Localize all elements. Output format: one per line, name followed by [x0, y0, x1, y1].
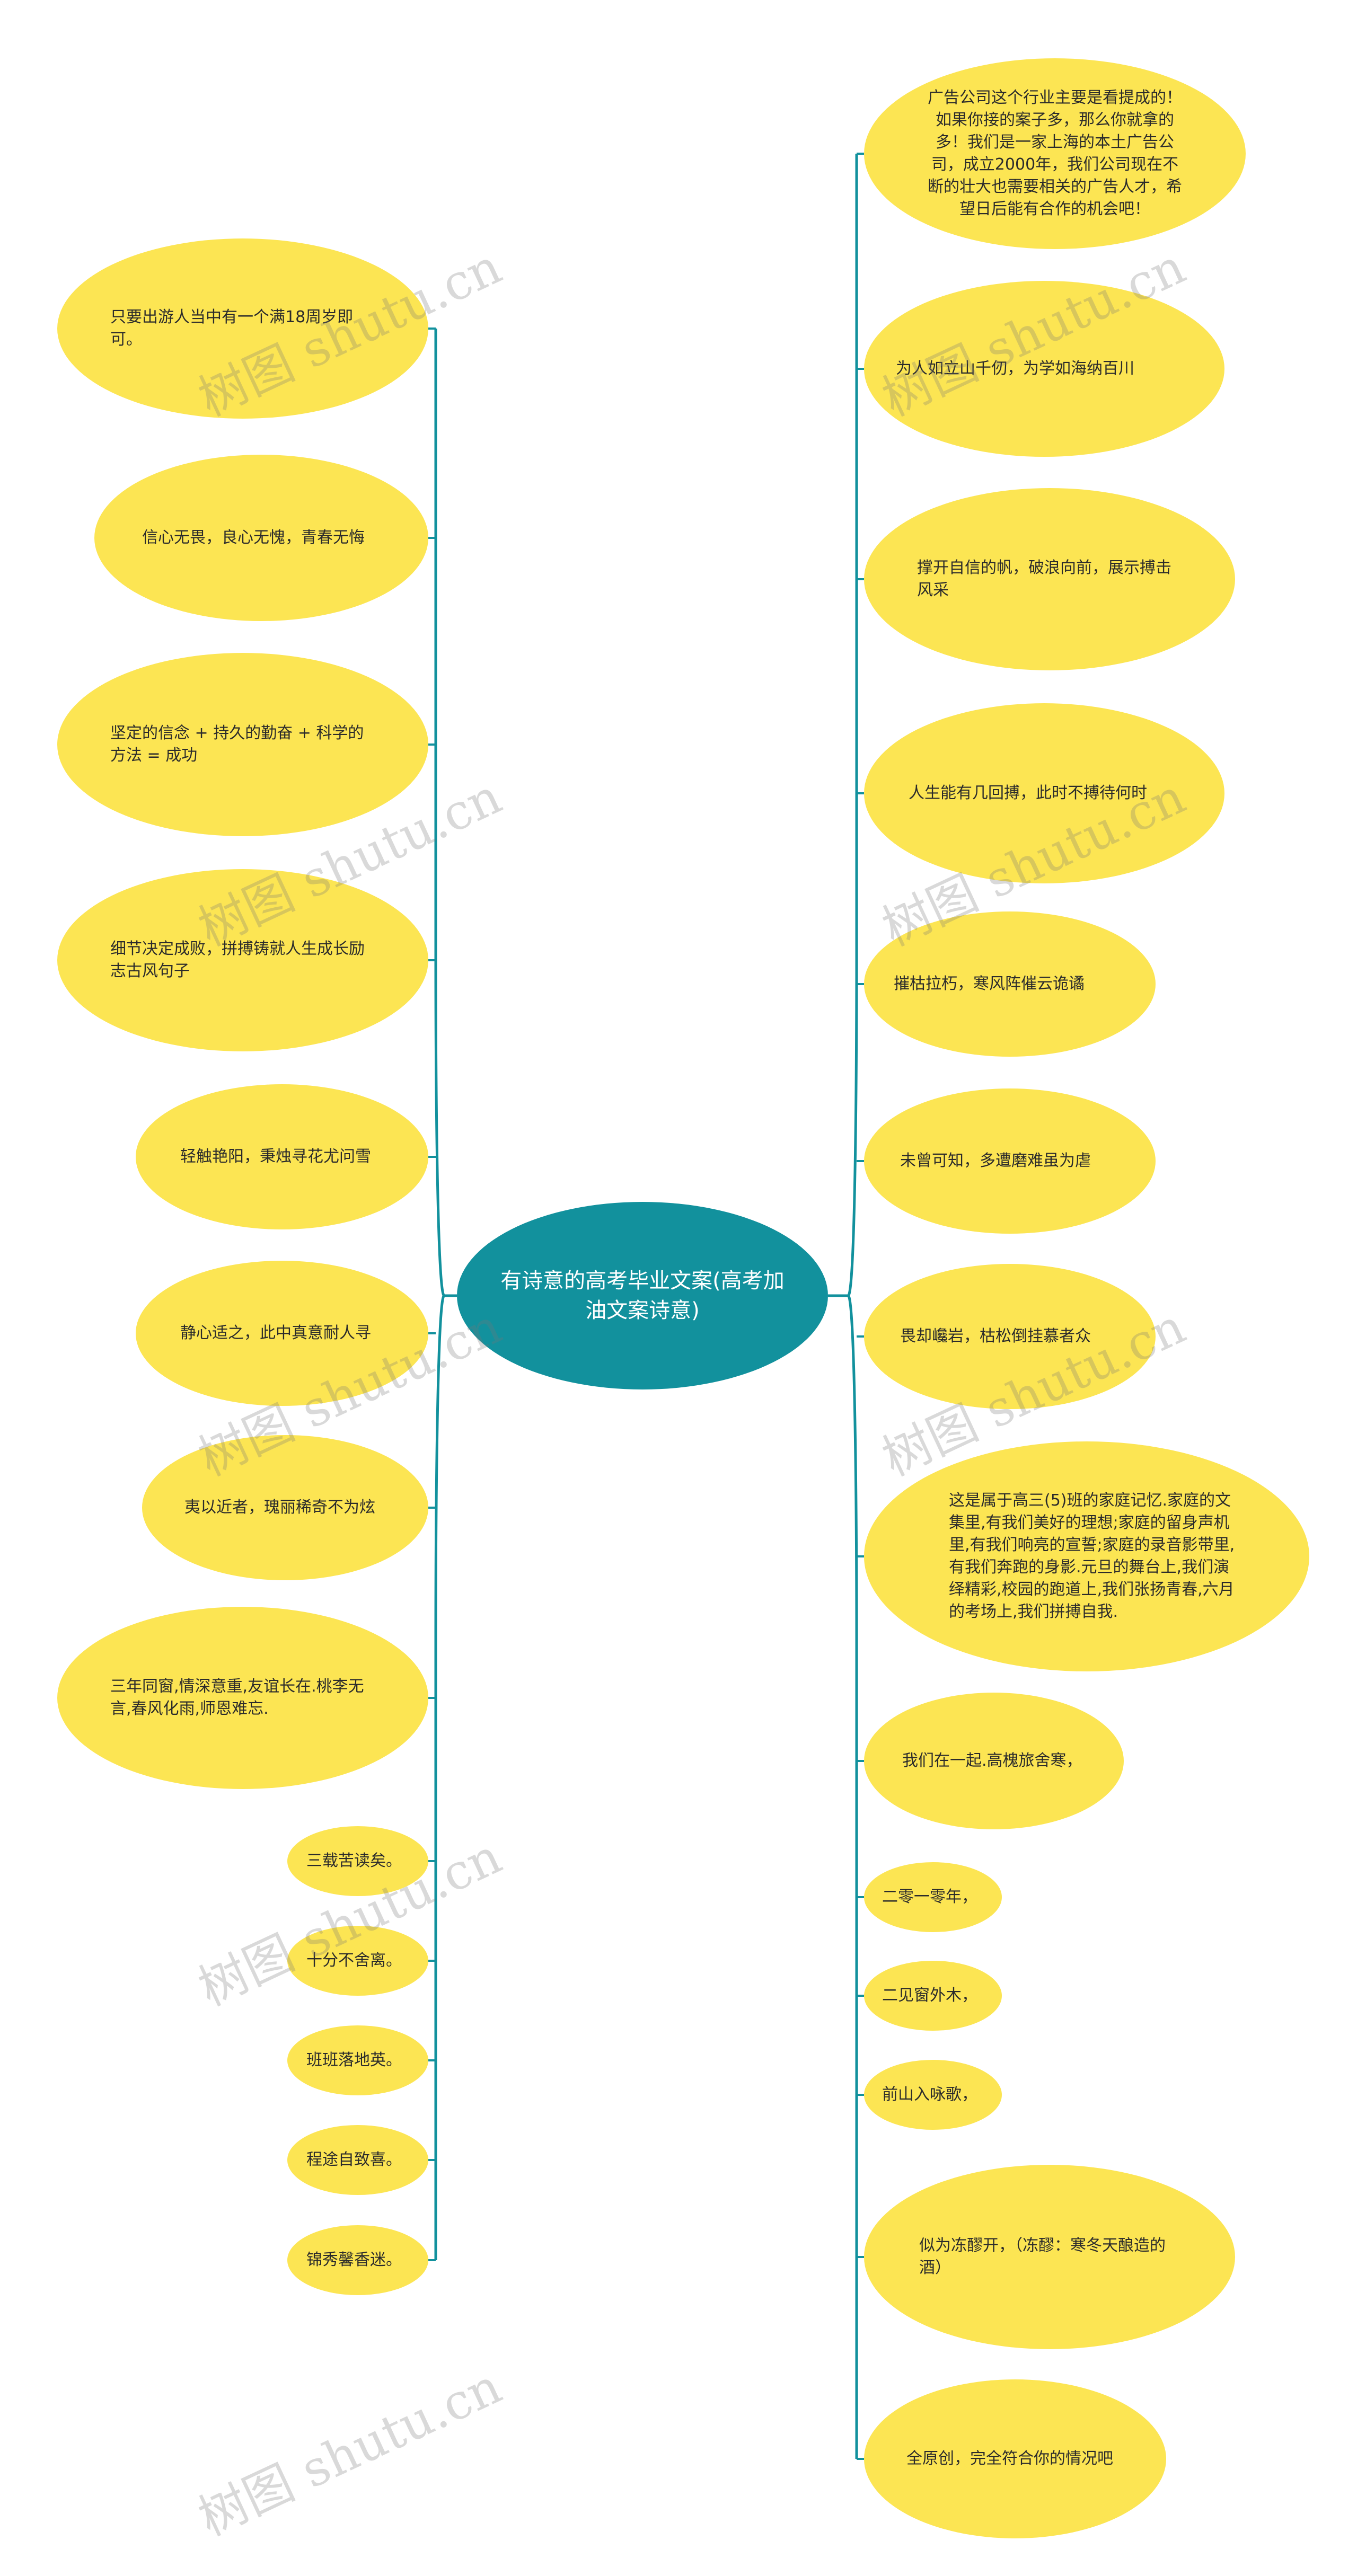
node-label: 人生能有几回搏，此时不搏待何时: [909, 784, 1147, 802]
node-label: 锦秀馨香迷。: [306, 2251, 402, 2269]
right-node-8[interactable]: 这是属于高三(5)班的家庭记忆.家庭的文集里,有我们美好的理想;家庭的留身声机里…: [864, 1441, 1309, 1671]
right-node-5[interactable]: 摧枯拉朽，寒风阵催云诡谲: [864, 911, 1156, 1057]
right-node-4[interactable]: 人生能有几回搏，此时不搏待何时: [864, 703, 1224, 883]
node-label: 未曾可知，多遭磨难虽为虐: [900, 1152, 1091, 1170]
left-node-1[interactable]: 只要出游人当中有一个满18周岁即可。: [57, 238, 428, 419]
left-node-11[interactable]: 班班落地英。: [287, 2025, 428, 2095]
node-label: 信心无畏，良心无愧，青春无悔: [142, 528, 365, 547]
node-label: 全原创，完全符合你的情况吧: [906, 2449, 1113, 2468]
node-label: 只要出游人当中有一个满18周岁即可。: [110, 308, 354, 349]
right-node-13[interactable]: 似为冻醪开，（冻醪：寒冬天酿造的酒）: [864, 2165, 1235, 2349]
right-node-10[interactable]: 二零一零年，: [864, 1862, 1002, 1932]
node-label: 前山入咏歌，: [882, 2085, 977, 2104]
left-node-4[interactable]: 细节决定成败，拼搏铸就人生成长励志古风句子: [57, 869, 428, 1051]
left-node-9[interactable]: 三载苦读矣。: [287, 1826, 428, 1896]
right-node-2[interactable]: 为人如立山千仞，为学如海纳百川: [864, 281, 1224, 457]
node-label: 轻触艳阳，秉烛寻花尤问雪: [180, 1147, 371, 1166]
left-node-2[interactable]: 信心无畏，良心无愧，青春无悔: [94, 455, 428, 621]
node-label: 这是属于高三(5)班的家庭记忆.家庭的文集里,有我们美好的理想;家庭的留身声机里…: [949, 1491, 1235, 1621]
left-node-10[interactable]: 十分不舍离。: [287, 1926, 428, 1996]
node-label: 夷以近者，瑰丽稀奇不为炫: [184, 1498, 375, 1517]
left-node-3[interactable]: 坚定的信念 + 持久的勤奋 + 科学的方法 = 成功: [57, 653, 428, 836]
node-label: 三年同窗,情深意重,友谊长在.桃李无言,春风化雨,师恩难忘.: [110, 1677, 364, 1718]
node-label: 坚定的信念 + 持久的勤奋 + 科学的方法 = 成功: [110, 724, 364, 765]
node-label: 细节决定成败，拼搏铸就人生成长励志古风句子: [110, 940, 365, 980]
node-label: 畏却巉岩，枯松倒挂慕者众: [900, 1327, 1091, 1345]
right-node-1[interactable]: 广告公司这个行业主要是看提成的！如果你接的案子多，那么你就拿的多！我们是一家上海…: [864, 58, 1246, 249]
node-label: 我们在一起.高槐旅舍寒，: [902, 1751, 1082, 1770]
node-label: 二见窗外木，: [882, 1986, 977, 2005]
node-label: 二零一零年，: [882, 1888, 977, 1906]
node-label: 程途自致喜。: [306, 2150, 402, 2169]
left-node-13[interactable]: 锦秀馨香迷。: [287, 2225, 428, 2295]
right-node-9[interactable]: 我们在一起.高槐旅舍寒，: [864, 1693, 1124, 1829]
right-node-3[interactable]: 撑开自信的帆，破浪向前，展示搏击风采: [864, 488, 1235, 670]
node-label: 撑开自信的帆，破浪向前，展示搏击风采: [917, 559, 1171, 599]
right-node-11[interactable]: 二见窗外木，: [864, 1961, 1002, 2031]
root-node[interactable]: 有诗意的高考毕业文案(高考加油文案诗意): [457, 1202, 828, 1389]
left-node-7[interactable]: 夷以近者，瑰丽稀奇不为炫: [142, 1435, 428, 1580]
node-label: 广告公司这个行业主要是看提成的！如果你接的案子多，那么你就拿的多！我们是一家上海…: [928, 88, 1182, 218]
node-label: 班班落地英。: [306, 2051, 402, 2069]
right-node-14[interactable]: 全原创，完全符合你的情况吧: [864, 2379, 1166, 2538]
left-node-12[interactable]: 程途自致喜。: [287, 2125, 428, 2195]
left-node-8[interactable]: 三年同窗,情深意重,友谊长在.桃李无言,春风化雨,师恩难忘.: [57, 1607, 428, 1789]
node-label: 摧枯拉朽，寒风阵催云诡谲: [894, 975, 1085, 993]
node-label: 似为冻醪开，（冻醪：寒冬天酿造的酒）: [919, 2236, 1166, 2277]
left-node-5[interactable]: 轻触艳阳，秉烛寻花尤问雪: [136, 1084, 428, 1229]
node-label: 为人如立山千仞，为学如海纳百川: [896, 359, 1134, 378]
right-node-6[interactable]: 未曾可知，多遭磨难虽为虐: [864, 1088, 1156, 1234]
left-node-6[interactable]: 静心适之，此中真意耐人寻: [136, 1261, 428, 1406]
right-node-12[interactable]: 前山入咏歌，: [864, 2060, 1002, 2130]
node-label: 十分不舍离。: [306, 1951, 402, 1970]
node-label: 静心适之，此中真意耐人寻: [180, 1324, 371, 1342]
node-label: 三载苦读矣。: [306, 1852, 402, 1870]
right-node-7[interactable]: 畏却巉岩，枯松倒挂慕者众: [864, 1264, 1156, 1409]
root-label: 有诗意的高考毕业文案(高考加油文案诗意): [500, 1269, 785, 1323]
